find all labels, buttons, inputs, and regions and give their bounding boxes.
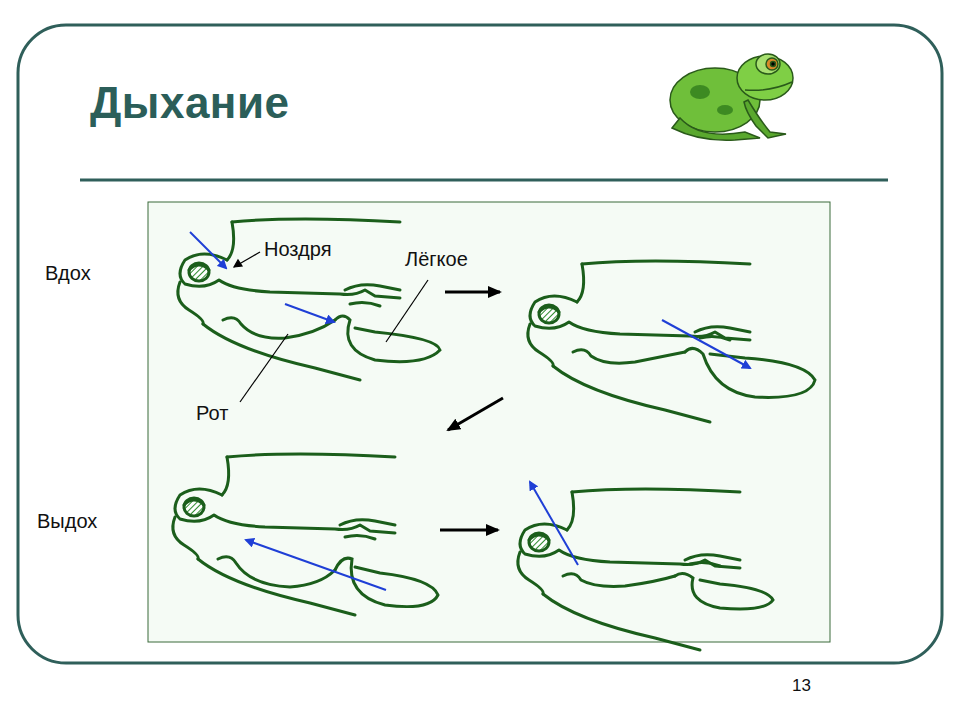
page-number: 13 bbox=[792, 676, 811, 696]
leader-lines bbox=[234, 252, 428, 402]
phase-label: Вдох bbox=[45, 262, 91, 285]
airflow-arrows bbox=[190, 232, 750, 590]
slide-border bbox=[18, 25, 942, 663]
part-label: Лёгкое bbox=[405, 248, 468, 271]
part-label: Ноздря bbox=[264, 238, 331, 261]
part-label: Рот bbox=[196, 402, 228, 425]
slide-title: Дыхание bbox=[90, 78, 289, 129]
frog-head-1 bbox=[178, 219, 440, 380]
frog-head-4 bbox=[518, 489, 773, 650]
frog-head-3 bbox=[173, 454, 438, 615]
phase-label: Выдох bbox=[37, 510, 97, 533]
diagram-panel bbox=[148, 202, 830, 642]
frog-head-2 bbox=[528, 261, 815, 422]
sequence-arrows bbox=[440, 292, 503, 530]
frog-icon bbox=[670, 54, 793, 140]
title-rule bbox=[80, 179, 888, 182]
